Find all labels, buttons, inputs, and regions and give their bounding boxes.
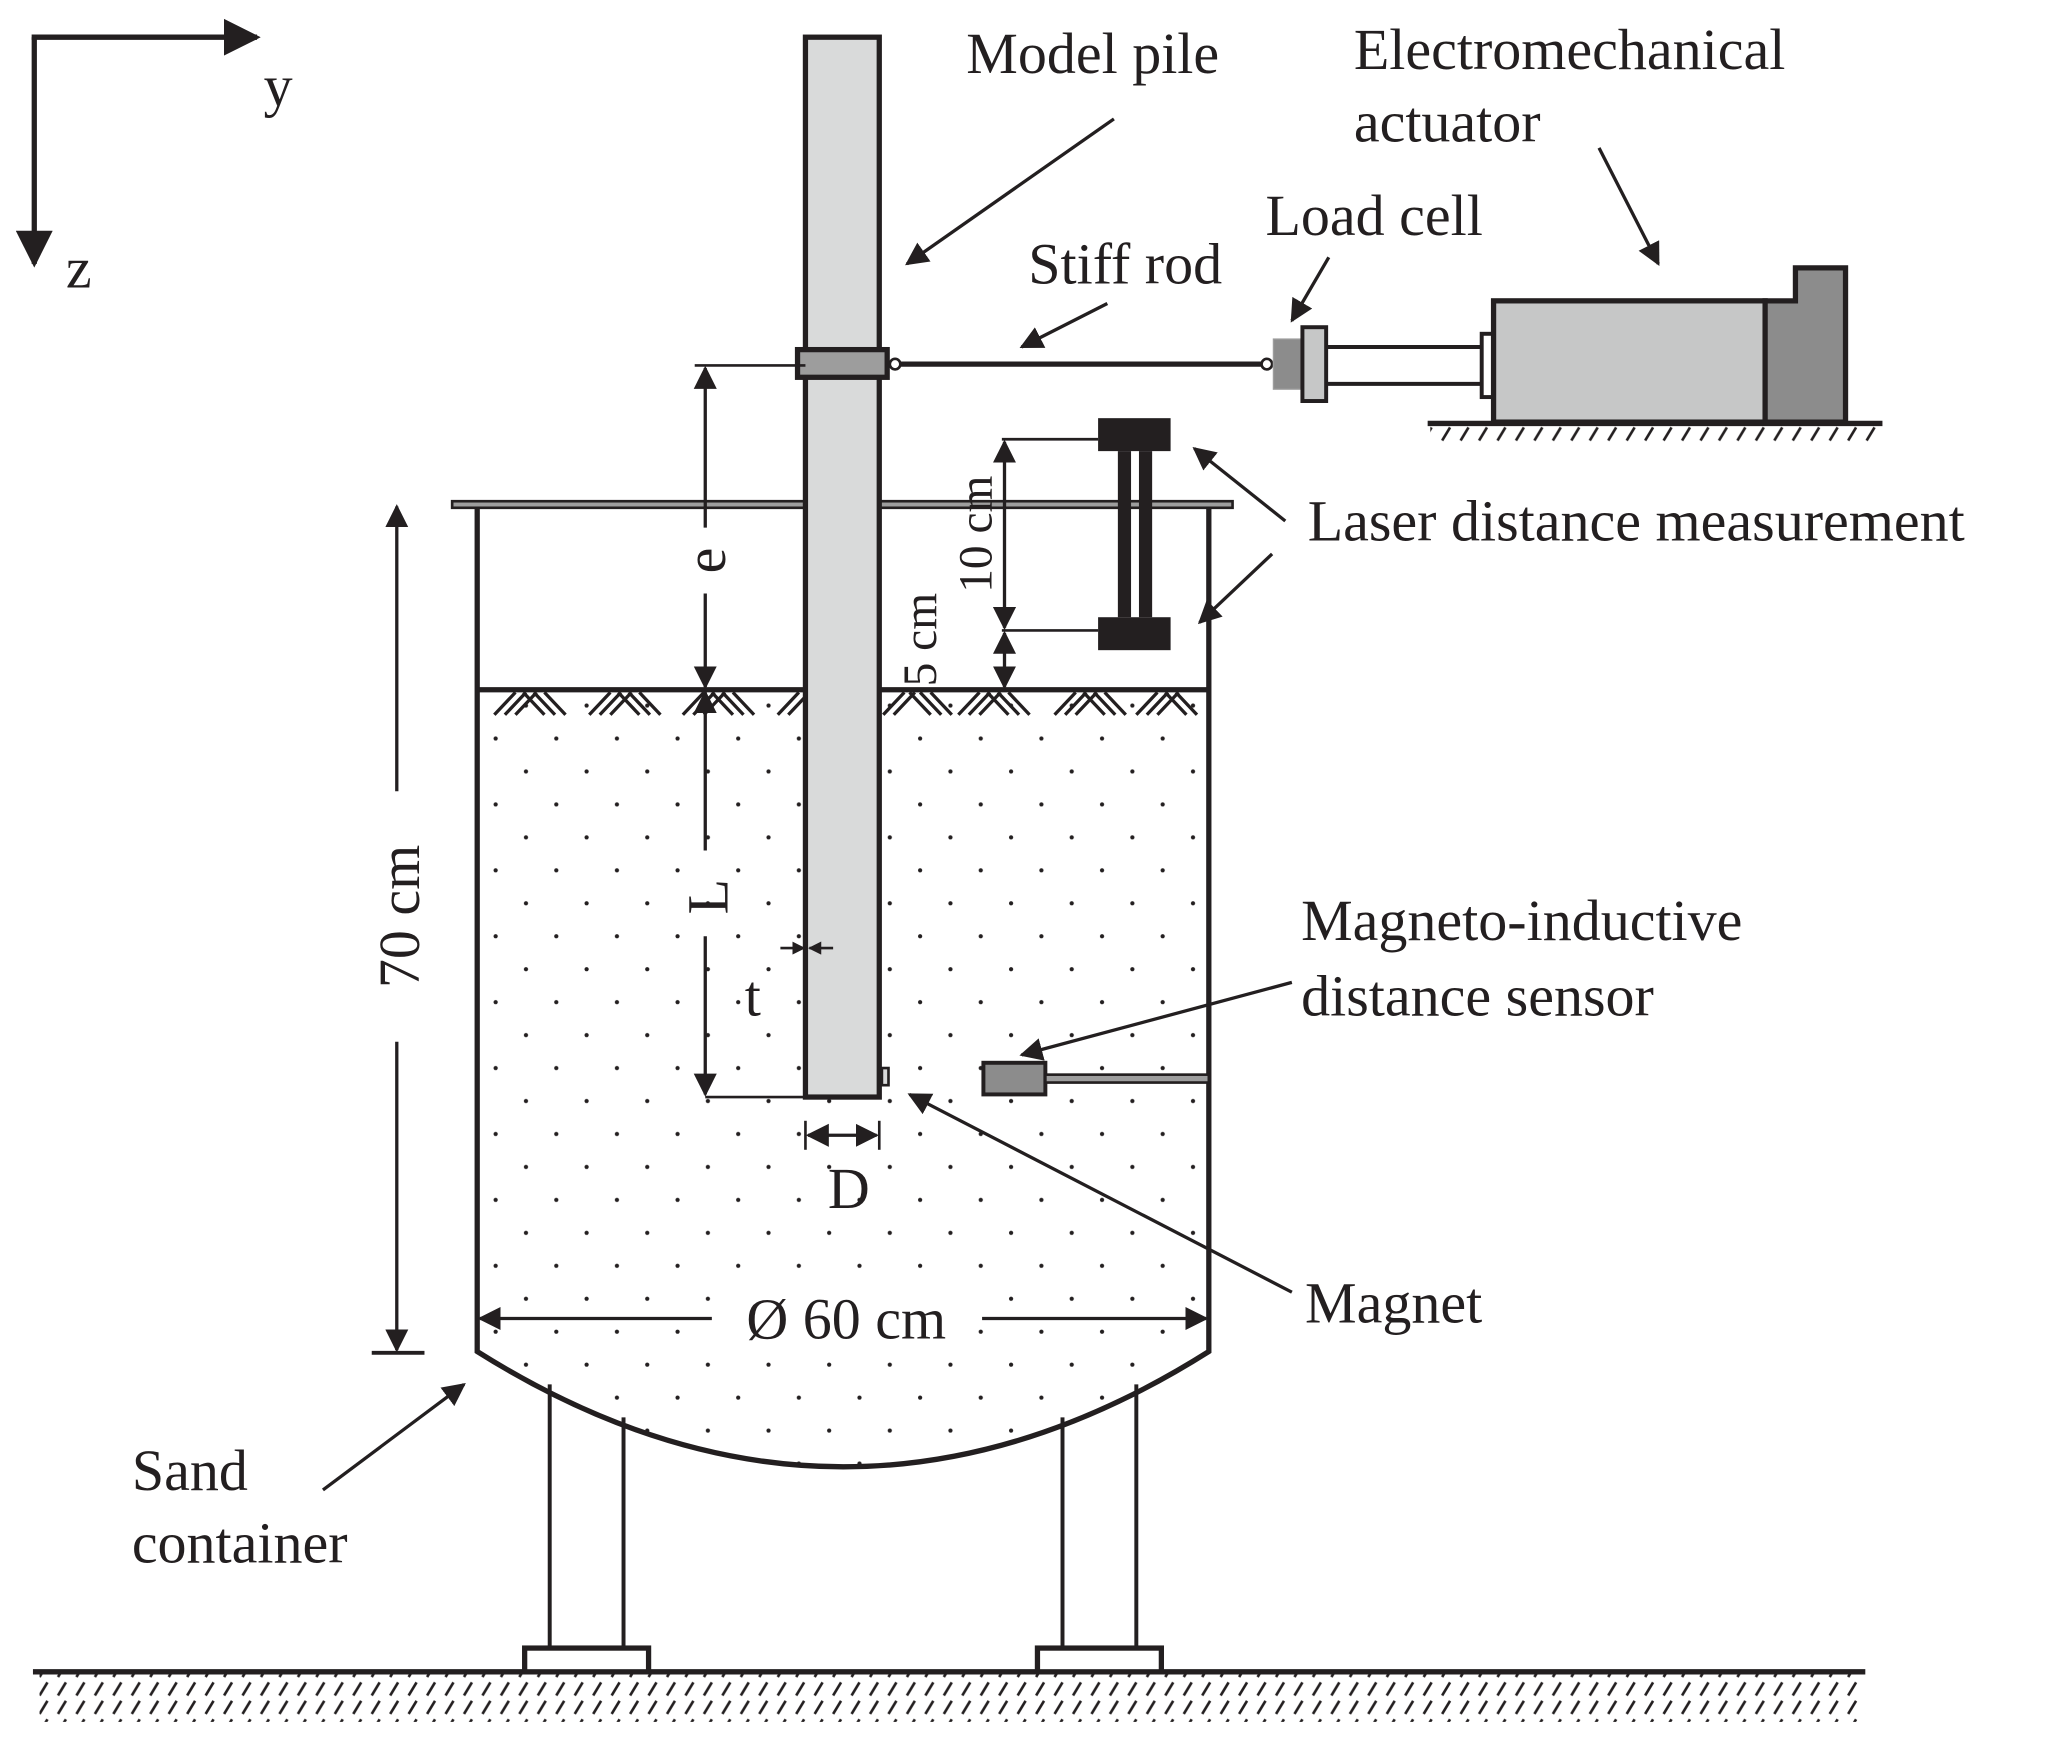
label-sand-2: container	[132, 1510, 348, 1575]
actuator-base-hatch	[1430, 424, 1879, 444]
ground-hatch	[39, 1674, 1866, 1722]
dimension-e: e	[673, 364, 806, 690]
dimension-d: D	[804, 1120, 881, 1221]
diameter-label: D	[828, 1156, 870, 1221]
load-cell	[1272, 325, 1329, 404]
foot-right	[1034, 1645, 1165, 1675]
pile-clamp	[794, 346, 890, 380]
coordinate-axes: y z	[15, 18, 293, 301]
label-magneto-2: distance sensor	[1301, 963, 1654, 1028]
label-stiff-rod: Stiff rod	[1028, 232, 1222, 297]
foot-left	[522, 1645, 652, 1675]
dimension-container-diameter: Ø 60 cm	[477, 1285, 1209, 1352]
annotations: Model pile Electromechanical actuator Lo…	[132, 17, 1965, 1576]
label-magnet: Magnet	[1305, 1270, 1482, 1335]
z-axis-label: z	[66, 236, 92, 301]
label-magneto-1: Magneto-inductive	[1301, 888, 1742, 953]
magnet	[880, 1066, 890, 1087]
embedded-length-label: L	[676, 879, 741, 914]
ground	[32, 1669, 1866, 1722]
eccentricity-label: e	[673, 548, 738, 574]
label-sand-1: Sand	[132, 1438, 248, 1503]
container-stand	[522, 1384, 1165, 1675]
label-actuator-1: Electromechanical	[1354, 17, 1786, 82]
label-laser: Laser distance measurement	[1308, 489, 1965, 554]
dimension-t: t	[745, 941, 834, 1028]
wall-thickness-label: t	[745, 963, 761, 1028]
electromechanical-actuator	[1326, 265, 1883, 444]
container-diameter-label: Ø 60 cm	[746, 1286, 946, 1351]
label-actuator-2: actuator	[1354, 89, 1541, 154]
container-height-label: 70 cm	[367, 845, 432, 988]
model-pile	[794, 34, 890, 1100]
label-model-pile: Model pile	[966, 21, 1219, 86]
laser-spacing-label: 10 cm	[950, 475, 1002, 592]
y-axis-label: y	[264, 54, 293, 119]
dimension-container-height: 70 cm	[367, 504, 432, 1355]
stiff-rod	[888, 357, 1274, 371]
laser-offset-label: 5 cm	[895, 593, 947, 687]
laser-sensors	[1001, 418, 1171, 651]
dimension-l: L	[676, 690, 806, 1099]
label-load-cell: Load cell	[1266, 183, 1483, 248]
magneto-inductive-sensor	[981, 1060, 1211, 1097]
dimension-laser: 10 cm 5 cm	[895, 439, 1017, 690]
